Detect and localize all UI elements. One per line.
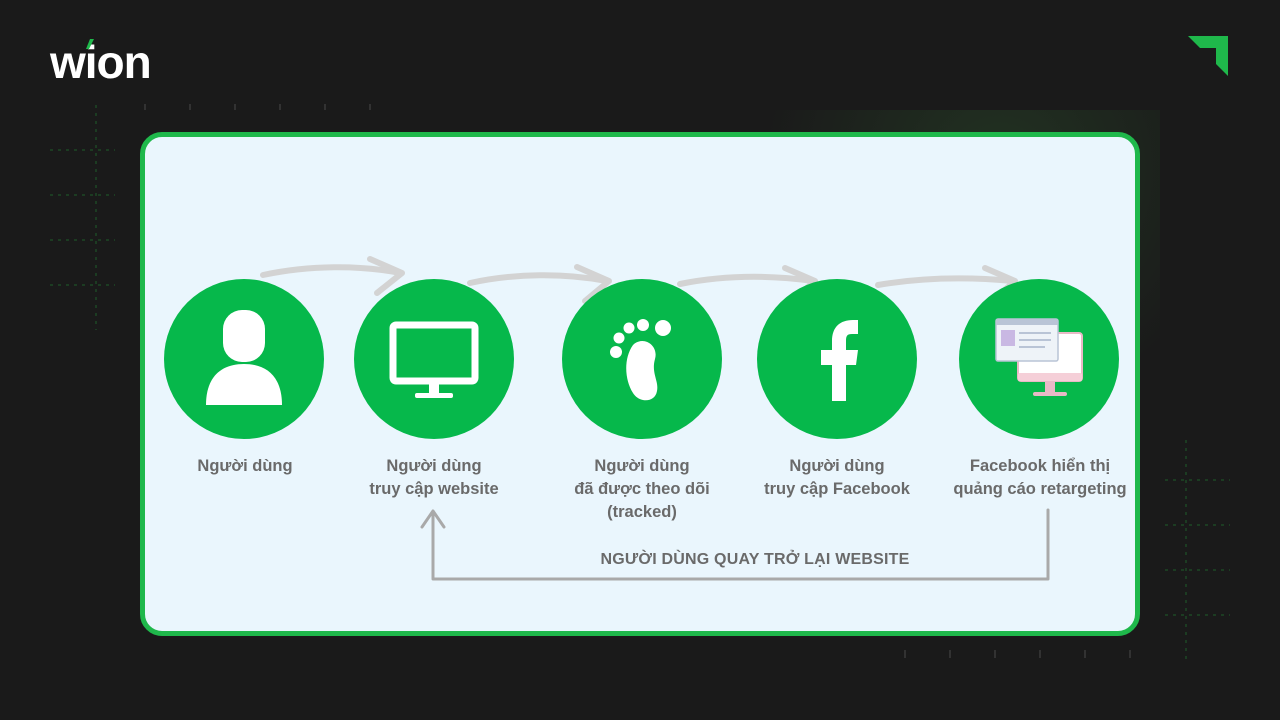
monitor-icon [389,321,479,398]
facebook-icon [821,320,858,401]
arrow-up-right-icon [1188,36,1228,76]
footprint-icon [610,319,671,401]
flow-arrow-1 [260,256,405,296]
logo-accent-mark [86,39,94,49]
ad-display-icon [995,318,1083,396]
step-website-node [354,279,514,439]
step-ad-node [959,279,1119,439]
user-icon [206,310,282,405]
retargeting-flow-diagram [164,256,1119,581]
wion-logo: wion [50,38,190,86]
step-label-tracked: Người dùng đã được theo dõi (tracked) [574,457,710,521]
step-label-facebook: Người dùng truy cập Facebook [764,457,910,498]
step-user-node [164,279,324,439]
step-tracked-node [562,279,722,439]
step-label-ad: Facebook hiển thị quảng cáo retargeting [953,457,1127,498]
flow-arrow-2 [467,264,612,304]
step-label-website: Người dùng truy cập website [369,457,499,498]
step-facebook-node [757,279,917,439]
return-loop-arrow [420,508,1050,581]
retargeting-flow-card: Người dùng Người dùng truy cập website N… [140,132,1140,636]
logo-wordmark: wion [50,36,152,88]
return-loop-label: NGƯỜI DÙNG QUAY TRỞ LẠI WEBSITE [600,551,910,568]
step-label-user: Người dùng [197,457,293,475]
